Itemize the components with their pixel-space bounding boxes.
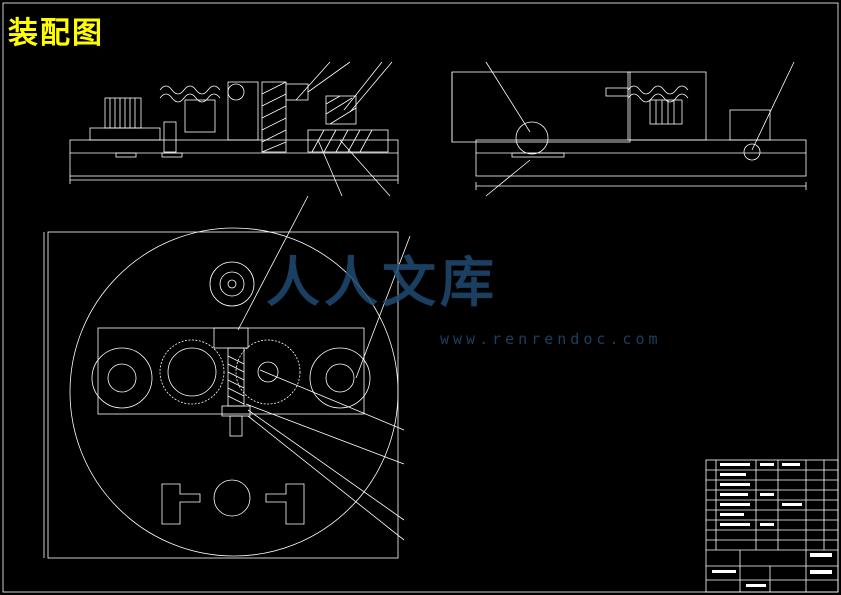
title-block-marks [712,463,832,587]
watermark-text: 人人文库 [266,250,498,314]
side-view [451,61,807,197]
front-view [69,61,399,197]
watermark-url: www.renrendoc.com [440,330,662,348]
drawing-title: 装配图 [8,16,104,51]
title-block [705,459,839,593]
plan-view [43,195,411,559]
